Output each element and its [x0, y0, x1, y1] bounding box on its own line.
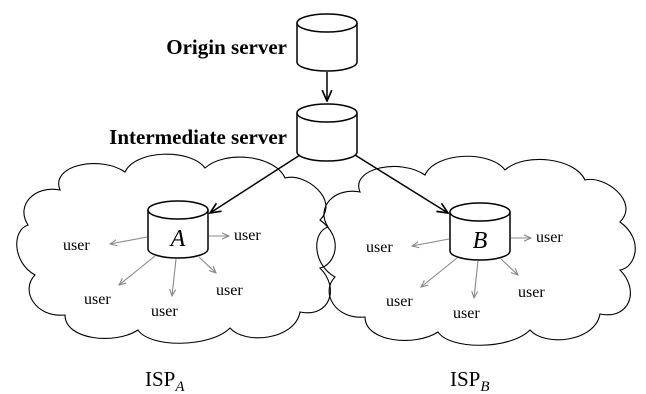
- cache-b-user-edge: [412, 238, 450, 246]
- user-label: user: [216, 282, 243, 299]
- user-label: user: [366, 239, 393, 256]
- user-label: user: [386, 293, 413, 310]
- isp-b-label: ISPB: [450, 367, 490, 394]
- user-label: user: [151, 303, 178, 320]
- isp-a-label: ISPA: [145, 367, 185, 394]
- cache-a-user-edges: [110, 236, 229, 296]
- intermediate-server-icon: [296, 103, 358, 162]
- cache-b-user-edge: [421, 257, 458, 287]
- intermediate-server-label: Intermediate server: [109, 125, 287, 149]
- origin-server-label: Origin server: [166, 35, 287, 59]
- cache-a-user-edge: [119, 255, 156, 285]
- cache-b-user-edge: [500, 258, 518, 275]
- isp-a-cloud: [16, 153, 336, 344]
- cache-b-user-edge: [474, 260, 479, 298]
- cache-a-user-edge: [110, 236, 148, 244]
- user-label: user: [453, 305, 480, 322]
- isp-a-subscript: A: [174, 379, 185, 394]
- user-label: user: [84, 291, 111, 308]
- cache-b-icon: [449, 202, 511, 261]
- user-label: user: [63, 237, 90, 254]
- intermediate-to-cache-b-edge: [354, 154, 448, 213]
- intermediate-to-cache-a-edge: [210, 154, 301, 213]
- cache-a-label: A: [169, 226, 186, 252]
- isp-b-subscript: B: [480, 379, 489, 394]
- origin-server-icon: [296, 13, 358, 72]
- cache-a-icon: [147, 200, 209, 259]
- cache-b-user-edges: [412, 238, 531, 298]
- cache-a-user-edge: [198, 256, 216, 273]
- user-label: user: [518, 284, 545, 301]
- isp-a-name: ISP: [145, 367, 175, 391]
- user-label: user: [536, 229, 563, 246]
- isp-b-cloud: [316, 155, 636, 346]
- user-label: user: [234, 227, 261, 244]
- isp-b-name: ISP: [450, 367, 480, 391]
- cache-b-label: B: [473, 228, 488, 254]
- cache-a-user-edge: [172, 258, 177, 296]
